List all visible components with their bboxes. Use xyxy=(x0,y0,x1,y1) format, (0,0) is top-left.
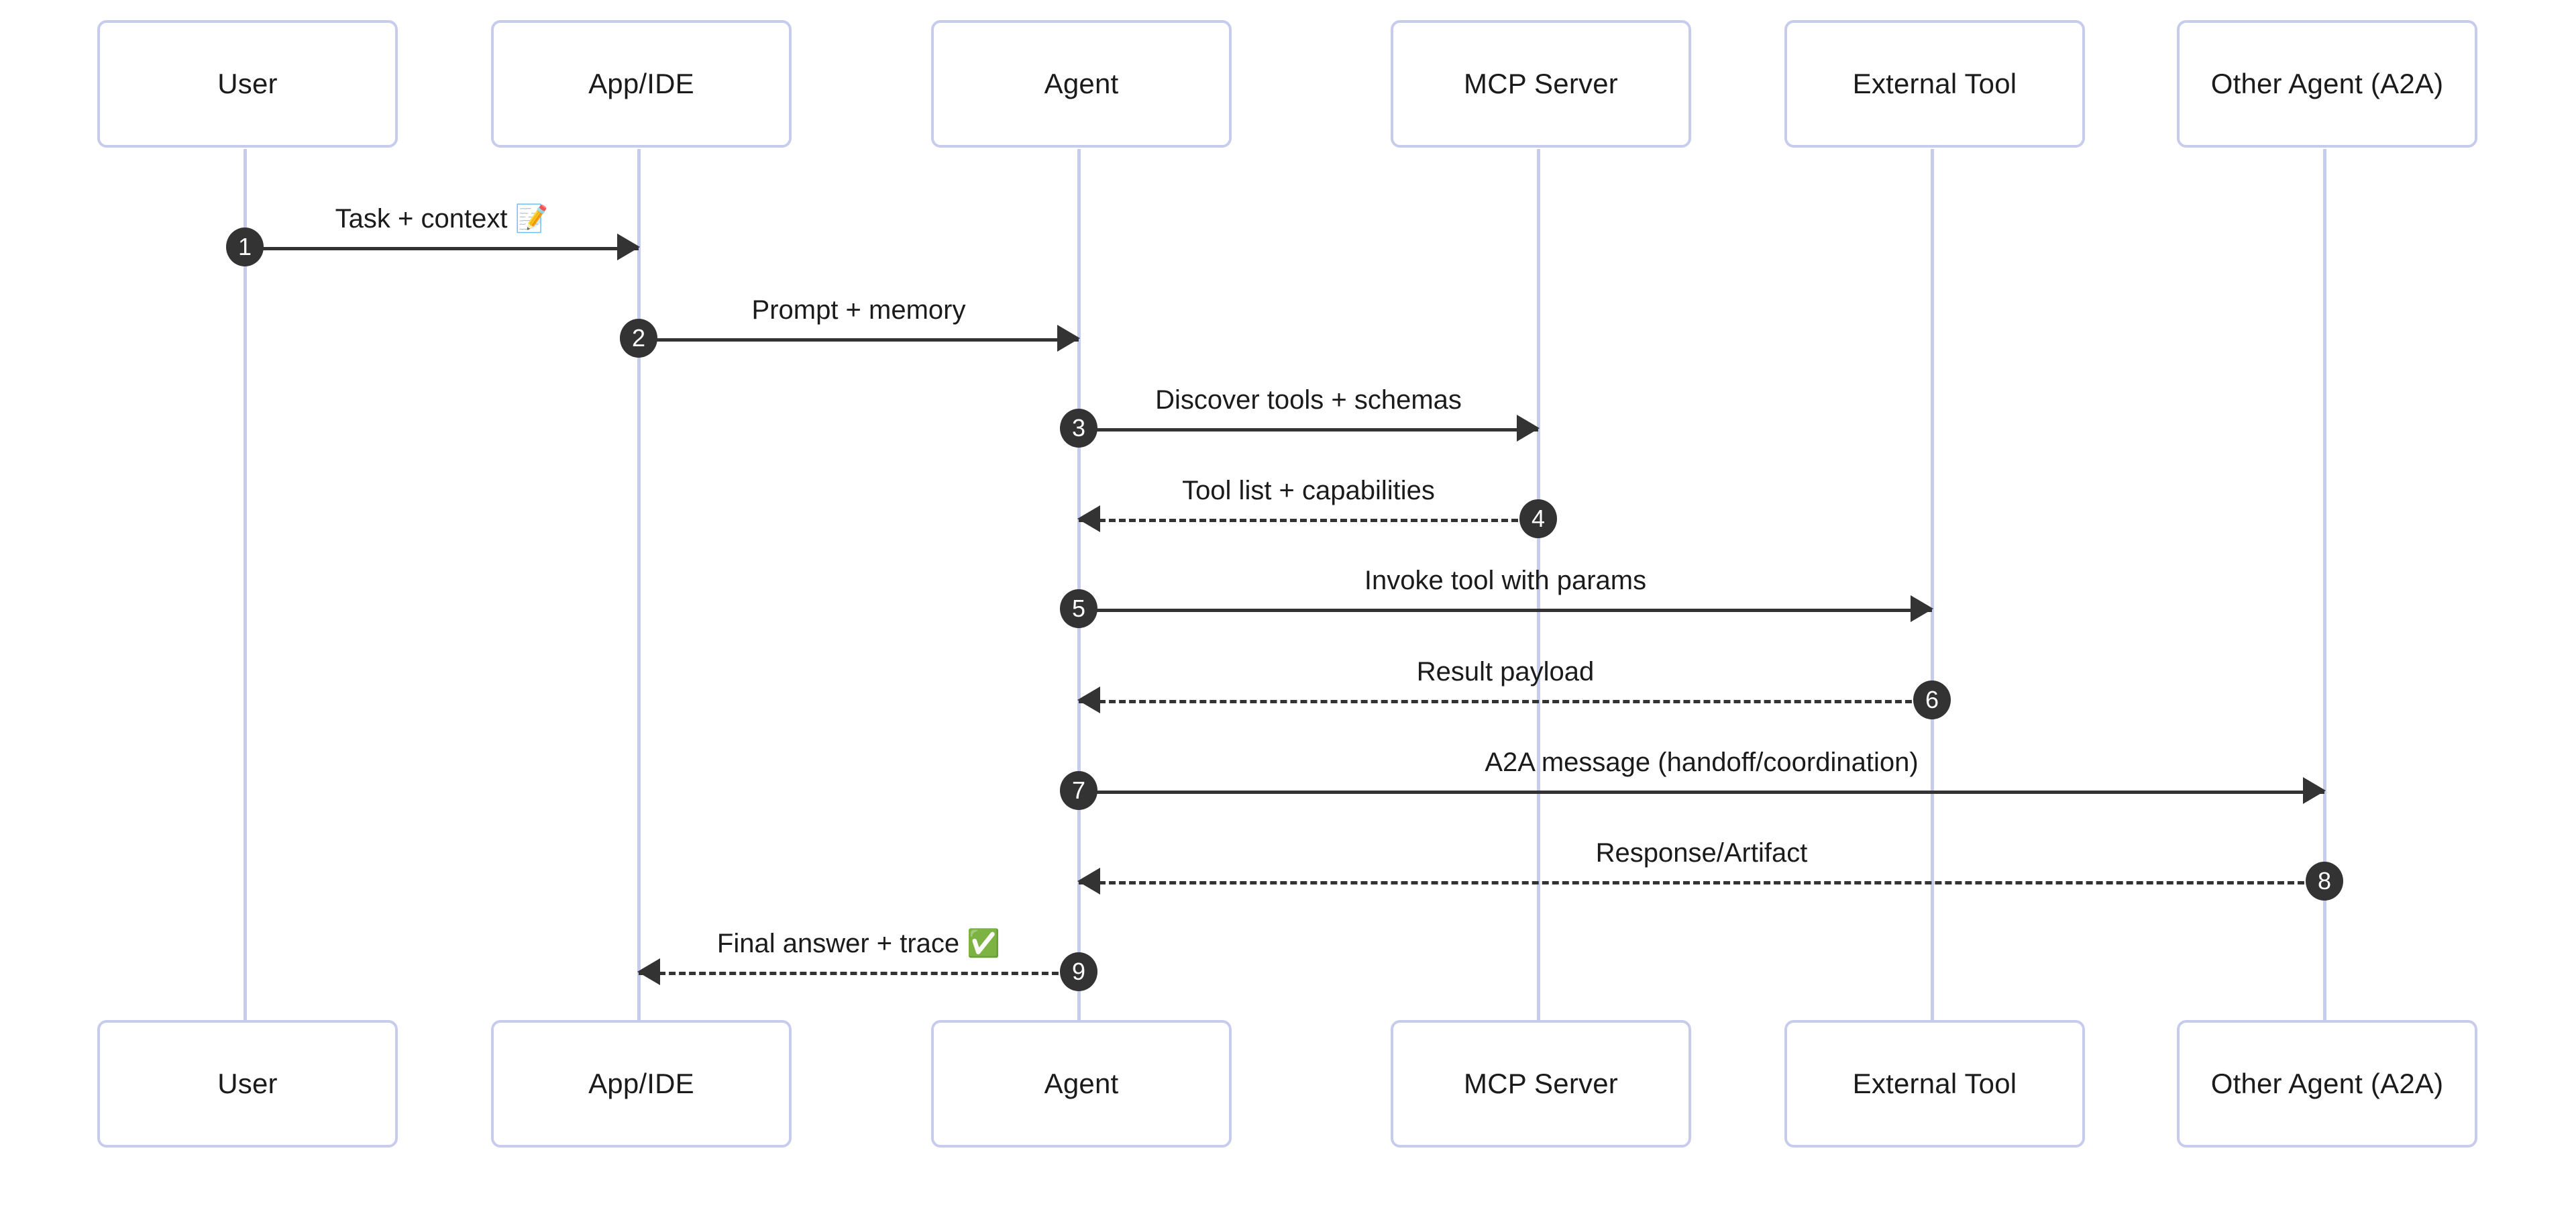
message-line-2 xyxy=(639,338,1079,342)
message-line-9 xyxy=(639,972,1079,975)
participant-label: App/IDE xyxy=(588,1068,694,1099)
lifeline-mcp_server xyxy=(1537,149,1540,1020)
sequence-badge-7: 7 xyxy=(1060,771,1097,810)
sequence-badge-6: 6 xyxy=(1913,680,1951,719)
participant-label: User xyxy=(217,68,278,99)
participant-label: App/IDE xyxy=(588,68,694,99)
participant-label: External Tool xyxy=(1852,68,2017,99)
lifeline-agent xyxy=(1077,149,1081,1020)
participant-label: MCP Server xyxy=(1464,1068,1618,1099)
sequence-badge-8: 8 xyxy=(2306,862,2343,901)
participant-external-top[interactable]: External Tool xyxy=(1784,20,2085,148)
message-line-5 xyxy=(1079,609,1932,612)
message-label-9: Final answer + trace ✅ xyxy=(716,929,1001,958)
participant-label: External Tool xyxy=(1852,1068,2017,1099)
participant-external-bottom[interactable]: External Tool xyxy=(1784,1020,2085,1148)
arrowhead-right-icon xyxy=(1911,595,1933,622)
message-label-3: Discover tools + schemas xyxy=(1155,385,1462,415)
participant-agent-bottom[interactable]: Agent xyxy=(931,1020,1232,1148)
message-label-2: Prompt + memory xyxy=(751,295,966,325)
arrowhead-left-icon xyxy=(1077,505,1100,532)
arrowhead-right-icon xyxy=(1517,415,1540,442)
arrowhead-right-icon xyxy=(617,234,640,260)
participant-other_agent-bottom[interactable]: Other Agent (A2A) xyxy=(2177,1020,2477,1148)
lifeline-user xyxy=(244,149,247,1020)
arrowhead-right-icon xyxy=(2303,777,2326,804)
participant-user-bottom[interactable]: User xyxy=(97,1020,398,1148)
sequence-badge-1: 1 xyxy=(226,227,264,266)
message-line-7 xyxy=(1079,791,2324,794)
participant-label: Agent xyxy=(1044,68,1119,99)
participant-user-top[interactable]: User xyxy=(97,20,398,148)
participant-other_agent-top[interactable]: Other Agent (A2A) xyxy=(2177,20,2477,148)
message-label-7: A2A message (handoff/coordination) xyxy=(1485,748,1919,777)
arrowhead-right-icon xyxy=(1057,325,1080,352)
sequence-badge-5: 5 xyxy=(1060,589,1097,628)
message-line-1 xyxy=(245,247,639,250)
message-label-5: Invoke tool with params xyxy=(1364,566,1647,595)
participant-mcp_server-bottom[interactable]: MCP Server xyxy=(1391,1020,1691,1148)
participant-label: MCP Server xyxy=(1464,68,1618,99)
arrowhead-left-icon xyxy=(1077,687,1100,713)
sequence-badge-2: 2 xyxy=(620,319,657,358)
message-label-6: Result payload xyxy=(1416,657,1595,687)
participant-label: Other Agent (A2A) xyxy=(2210,1068,2444,1099)
participant-app_ide-top[interactable]: App/IDE xyxy=(491,20,792,148)
participant-mcp_server-top[interactable]: MCP Server xyxy=(1391,20,1691,148)
message-line-6 xyxy=(1079,700,1932,703)
lifeline-other_agent xyxy=(2323,149,2326,1020)
arrowhead-left-icon xyxy=(637,958,660,985)
message-label-1: Task + context 📝 xyxy=(335,204,549,234)
participant-label: Other Agent (A2A) xyxy=(2210,68,2444,99)
sequence-badge-3: 3 xyxy=(1060,409,1097,448)
message-line-8 xyxy=(1079,881,2324,884)
message-line-4 xyxy=(1079,519,1538,522)
sequence-badge-9: 9 xyxy=(1060,952,1097,991)
participant-label: Agent xyxy=(1044,1068,1119,1099)
lifeline-external xyxy=(1931,149,1934,1020)
participant-app_ide-bottom[interactable]: App/IDE xyxy=(491,1020,792,1148)
participant-label: User xyxy=(217,1068,278,1099)
message-line-3 xyxy=(1079,428,1538,432)
lifeline-app_ide xyxy=(637,149,641,1020)
arrowhead-left-icon xyxy=(1077,868,1100,895)
sequence-badge-4: 4 xyxy=(1519,499,1557,538)
message-label-8: Response/Artifact xyxy=(1595,838,1808,868)
message-label-4: Tool list + capabilities xyxy=(1182,476,1435,505)
participant-agent-top[interactable]: Agent xyxy=(931,20,1232,148)
